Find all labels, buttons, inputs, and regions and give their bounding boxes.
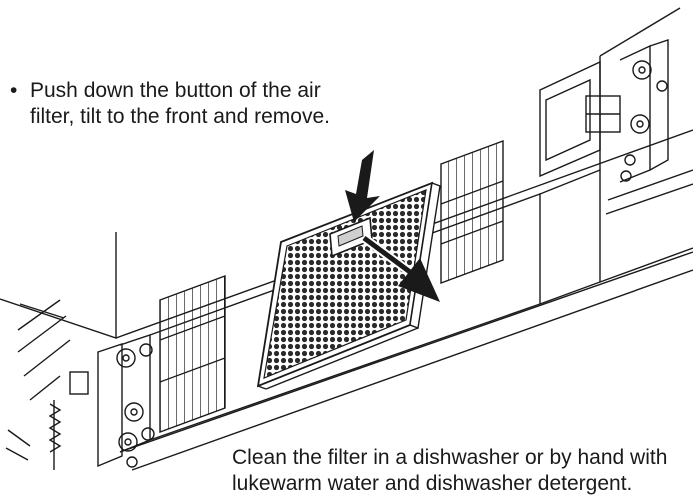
instruction-line: lukewarm water and dishwasher detergent. bbox=[232, 472, 633, 495]
tilt-remove-arrow-icon bbox=[361, 234, 440, 302]
instruction-line: filter, tilt to the front and remove. bbox=[30, 105, 330, 128]
left-end-bracket bbox=[5, 299, 155, 470]
instruction-remove-filter: • Push down the button of the air filter… bbox=[10, 78, 410, 130]
left-grille bbox=[159, 274, 226, 434]
bullet-mark: • bbox=[10, 79, 18, 102]
right-end-bracket bbox=[539, 7, 693, 283]
press-down-arrow-icon bbox=[345, 150, 380, 222]
right-grille bbox=[440, 139, 504, 285]
instruction-line: Clean the filter in a dishwasher or by h… bbox=[232, 446, 668, 469]
instruction-line: Push down the button of the air bbox=[30, 79, 321, 102]
instruction-clean-filter: • Clean the filter in a dishwasher or by… bbox=[232, 445, 693, 497]
